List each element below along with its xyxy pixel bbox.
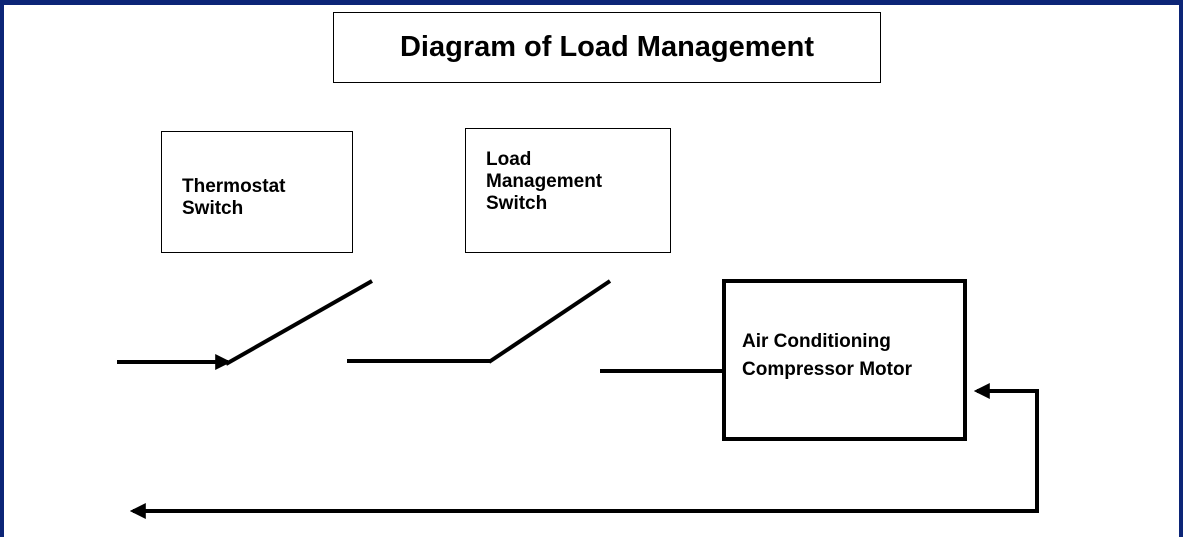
title-box: Diagram of Load Management [333, 12, 881, 83]
compressor-motor-label: Air Conditioning Compressor Motor [742, 331, 912, 380]
thermostat-switch-box: Thermostat Switch [161, 131, 353, 253]
load-management-switch-box: Load Management Switch [465, 128, 671, 253]
diagram-title: Diagram of Load Management [399, 31, 815, 63]
compressor-motor-box: Air Conditioning Compressor Motor [722, 279, 967, 441]
load-management-switch-label: Load Management Switch [486, 149, 603, 214]
thermostat-switch-blade [225, 279, 373, 366]
load-management-switch-blade [487, 279, 612, 364]
thermostat-switch-label: Thermostat Switch [182, 176, 286, 219]
